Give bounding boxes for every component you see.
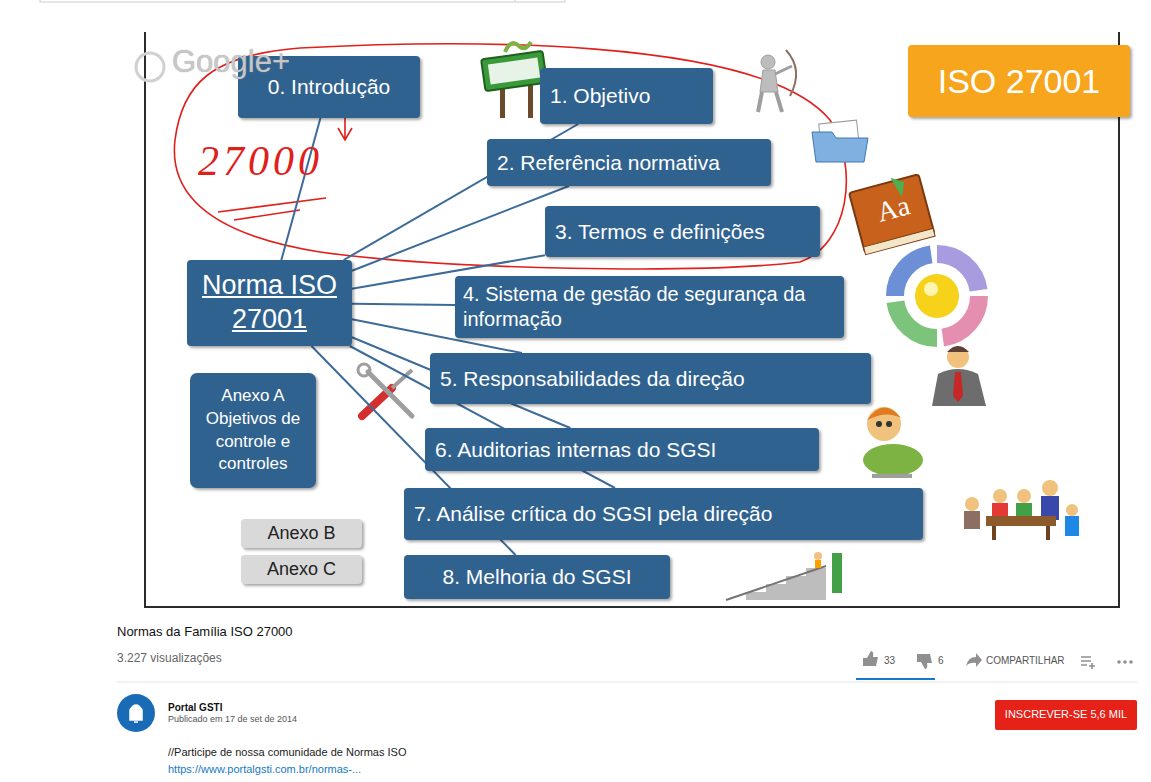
video-title: Normas da Família ISO 27000 [117,624,293,639]
box-text: Anexo C [267,559,336,581]
subscribe-button: INSCREVER-SE 5,6 MIL [995,700,1137,730]
stairs-figure [726,552,842,600]
archer-figure [758,50,796,112]
annex-box: Anexo C [241,555,362,584]
dislike-count: 6 [938,655,944,667]
annex-box: Anexo B [241,519,362,548]
section-box: 1. Objetivo [540,68,713,124]
box-text: Anexo B [267,523,335,545]
folder-icon [812,120,868,162]
watermark: Google+ [172,43,290,80]
box-text: 2. Referência normativa [497,150,720,175]
book-letters: Aa [873,188,913,229]
more-icon [1117,660,1133,664]
box-text: 1. Objetivo [550,83,650,108]
annex-box: Anexo A Objetivos de controle e controle… [190,373,316,488]
share-icon [966,653,982,667]
box-text: Anexo A Objetivos de controle e controle… [198,385,308,477]
like-bar [856,678,935,680]
section-box: 7. Análise crítica do SGSI pela direção [404,488,923,540]
share-label: COMPARTILHAR [986,655,1065,667]
search-divider [515,0,516,2]
connector-line [352,186,569,271]
box-text: Norma ISO 27001 [197,269,342,337]
publish-date: Publicado em 17 de set de 2014 [168,714,297,725]
like-icon [863,651,878,666]
box-text: 4. Sistema de gestão de segurança da inf… [463,282,836,332]
handwritten-note: 27000 [198,136,323,186]
box-text: 8. Melhoria do SGSI [442,564,631,589]
thinker-figure [863,407,923,478]
dislike-icon [917,654,932,669]
meeting-scene [964,480,1079,540]
box-text: 7. Análise crítica do SGSI pela direção [414,501,772,526]
businessman-figure [932,346,986,406]
description-link: https://www.portalgsti.com.br/normas-... [168,763,361,776]
playlist-add-icon [1081,657,1095,669]
like-count: 33 [884,655,895,667]
box-text: 3. Termos e definições [555,219,765,244]
title-badge: ISO 27001 [908,45,1130,117]
box-text: 5. Responsabilidades da direção [440,366,745,391]
box-text: ISO 27001 [938,61,1101,102]
box-text: INSCREVER-SE 5,6 MIL [1005,708,1127,721]
tools-icon [358,364,412,416]
description-text: //Participe de nossa comunidade de Norma… [168,746,406,759]
section-box: 2. Referência normativa [487,139,771,186]
book-icon [848,170,935,254]
pdca-cycle [895,254,979,338]
box-text: 6. Auditorias internas do SGSI [435,437,716,462]
watermark-icon [136,53,164,81]
channel-avatar [117,694,155,732]
section-box: 3. Termos e definições [545,206,820,257]
section-box: 6. Auditorias internas do SGSI [425,428,819,471]
separator [117,682,1137,683]
welcome-sign [481,42,547,118]
annotation-underline [218,198,326,220]
section-box: 4. Sistema de gestão de segurança da inf… [455,276,844,338]
section-box: 8. Melhoria do SGSI [404,555,670,599]
search-bar [40,0,565,2]
slide-frame [145,32,1119,607]
section-box: 5. Responsabilidades da direção [430,353,871,404]
view-count: 3.227 visualizações [117,651,222,665]
standard-box: Norma ISO 27001 [187,260,352,346]
channel-name: Portal GSTI [168,702,222,714]
connector-line [352,304,455,305]
